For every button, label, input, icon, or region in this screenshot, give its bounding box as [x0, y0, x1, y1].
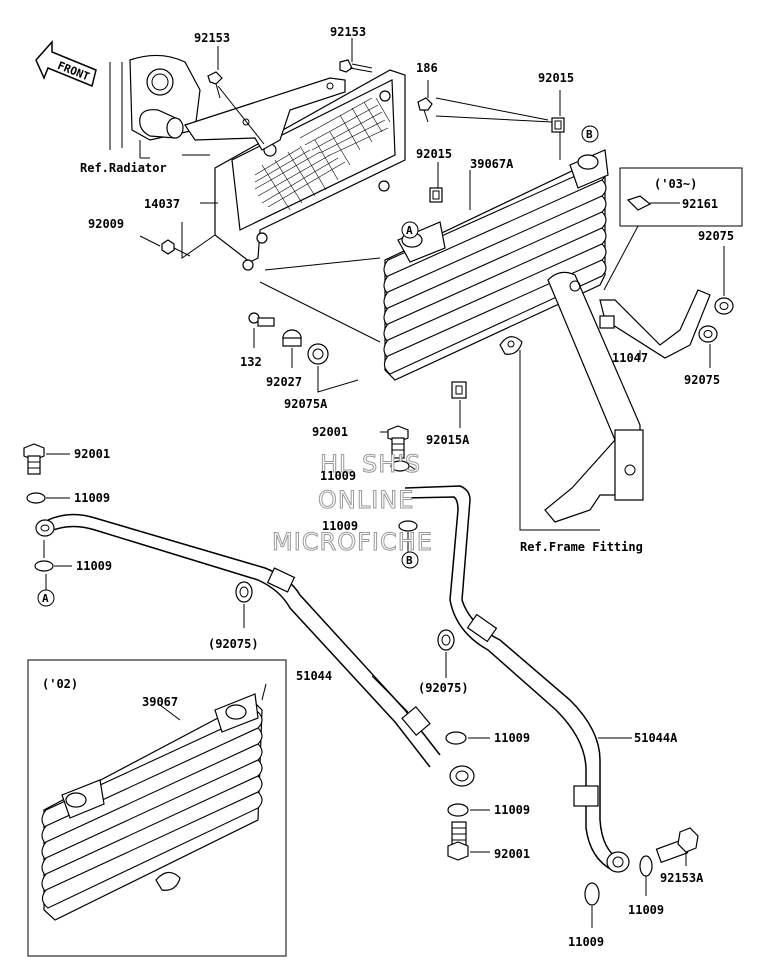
clip-92015-mid-icon — [429, 187, 443, 203]
clip-92015-top-icon — [551, 117, 565, 133]
hose-51044A — [404, 485, 630, 873]
frame-fitting-reference — [544, 271, 644, 523]
label-186: 186 — [416, 61, 438, 75]
banjo-bolt-92153A-icon — [655, 827, 699, 864]
front-label: FRONT — [56, 59, 92, 84]
label-92001-left: 92001 — [74, 447, 110, 461]
washer-11009-b2-icon — [447, 803, 469, 817]
callout-labels: 92153 92153 186 92015 92015 39067A 14037… — [42, 25, 734, 949]
label-14037: 14037 — [144, 197, 180, 211]
label-11009-br2: 11009 — [568, 935, 604, 949]
grommet-92075-p2-icon — [437, 629, 455, 651]
label-39067A: 39067A — [470, 157, 514, 171]
label-92015A: 92015A — [426, 433, 470, 447]
grommet-92075A-icon — [307, 343, 329, 365]
mesh-pattern — [254, 97, 391, 211]
label-92153A: 92153A — [660, 871, 704, 885]
label-92153-b: 92153 — [330, 25, 366, 39]
label-132: 132 — [240, 355, 262, 369]
label-ref-frame-fitting: Ref.Frame Fitting — [520, 540, 643, 554]
label-11047: 11047 — [612, 351, 648, 365]
banjo-bolt-92001-mid-icon — [387, 425, 409, 459]
shroud-plate — [214, 69, 406, 271]
label-92027: 92027 — [266, 375, 302, 389]
svg-text:B: B — [406, 554, 413, 567]
radiator-reference — [109, 54, 201, 159]
bolt-92153-icon — [207, 71, 223, 99]
top-bracket — [184, 77, 346, 151]
label-92075-tr: 92075 — [698, 229, 734, 243]
label-92075-tr2: 92075 — [684, 373, 720, 387]
label-92001-mid: 92001 — [312, 425, 348, 439]
label-11009-br1: 11009 — [628, 903, 664, 917]
watermark: HL SH'S ONLINE MICROFICHE — [272, 450, 433, 557]
cooler-fins — [383, 163, 607, 375]
label-92075A: 92075A — [284, 397, 328, 411]
oil-cooler-39067A — [383, 149, 609, 381]
svg-text:A: A — [42, 592, 49, 605]
label-92075-p1: (92075) — [208, 637, 259, 651]
label-92009: 92009 — [88, 217, 124, 231]
label-ref-radiator: Ref.Radiator — [80, 161, 167, 175]
washer-11009-left1-icon — [26, 492, 46, 504]
label-92075-p2: (92075) — [418, 681, 469, 695]
marker-b-mid: B — [401, 551, 419, 569]
label-11009-left2: 11009 — [76, 559, 112, 573]
svg-text:A: A — [406, 224, 413, 237]
clip-92015A-icon — [451, 381, 467, 399]
label-39067: 39067 — [142, 695, 178, 709]
bolt-92153b-icon — [339, 59, 373, 73]
front-arrow-icon: FRONT — [35, 40, 97, 88]
note-03-box — [619, 167, 743, 227]
grommet-92075-right-icon — [698, 297, 734, 343]
bolt-186-icon — [417, 97, 433, 123]
label-92015-mid: 92015 — [416, 147, 452, 161]
banjo-bolt-92001-left-icon — [23, 443, 45, 475]
label-92161: 92161 — [682, 197, 718, 211]
label-03-note: ('03~) — [654, 177, 697, 191]
marker-a-left: A — [37, 589, 55, 607]
collar-92027-icon — [282, 329, 302, 347]
leader-lines — [43, 38, 725, 928]
label-11009-mid1: 11009 — [320, 469, 356, 483]
grommet-92075-p1-icon — [235, 581, 253, 603]
label-02-note: ('02) — [42, 677, 78, 691]
washer-11009-b1-icon — [445, 731, 467, 745]
watermark-line-1: HL SH'S — [320, 450, 421, 478]
hose-51044 — [35, 513, 475, 787]
svg-text:B: B — [586, 128, 593, 141]
banjo-bolt-92001-bot-icon — [447, 821, 469, 861]
marker-b-top: B — [581, 125, 599, 143]
label-11009-left1: 11009 — [74, 491, 110, 505]
oil-cooler-39067 — [41, 683, 267, 921]
watermark-line-3: MICROFICHE — [272, 528, 433, 556]
washer-11009-br1-icon — [639, 855, 653, 877]
label-11009-b2: 11009 — [494, 803, 530, 817]
label-51044A: 51044A — [634, 731, 678, 745]
washer-11009-mid1-icon — [390, 460, 410, 472]
washer-11009-left2-icon — [34, 560, 54, 572]
label-92153-a: 92153 — [194, 31, 230, 45]
bolt-132-icon — [248, 312, 275, 327]
label-51044: 51044 — [296, 669, 332, 683]
washer-11009-br2-icon — [584, 882, 600, 906]
label-92001-bot: 92001 — [494, 847, 530, 861]
bolt-92009-icon — [161, 239, 191, 257]
bracket-11047 — [599, 289, 711, 359]
label-92015-top: 92015 — [538, 71, 574, 85]
watermark-line-2: ONLINE — [318, 486, 414, 514]
marker-a-top: A — [401, 221, 419, 239]
inset-02-box — [27, 659, 287, 957]
washer-11009-mid2-icon — [398, 520, 418, 532]
label-11009-mid2: 11009 — [322, 519, 358, 533]
label-11009-b1: 11009 — [494, 731, 530, 745]
